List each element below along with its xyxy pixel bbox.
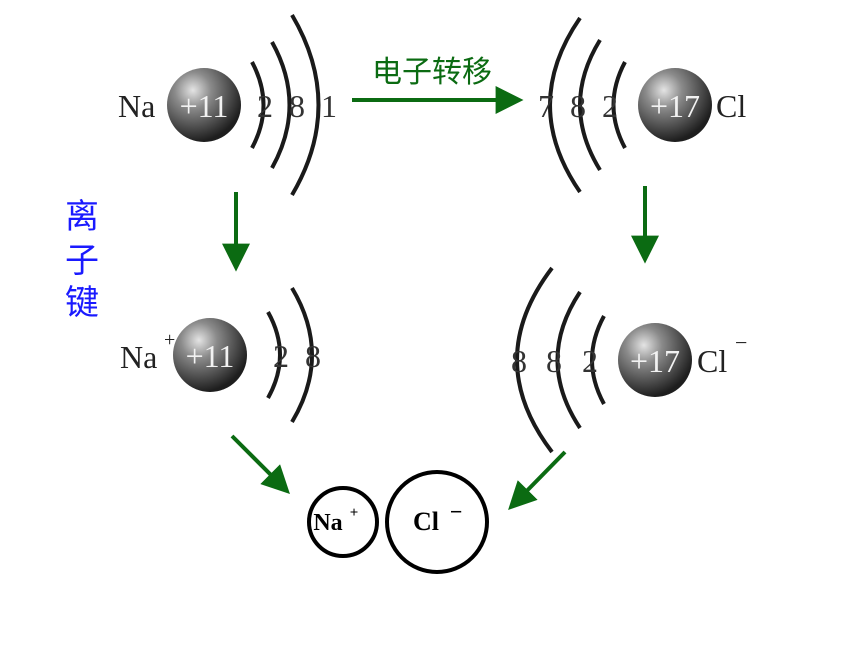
chlorine-shell-2-arc <box>578 38 602 172</box>
chloride-ion-shell-3-count: 8 <box>511 343 527 379</box>
chloride-ion-symbol: Cl <box>697 343 727 379</box>
sodium-nucleus <box>167 68 241 142</box>
chlorine-nucleus-charge: +17 <box>650 88 700 124</box>
sodium-shell-1-count: 2 <box>257 88 273 124</box>
sodium-ion-symbol: Na <box>120 339 157 375</box>
sodium-shell-3-arc <box>290 13 321 197</box>
chloride-ion-charge: − <box>735 330 747 355</box>
ionic-bond-label-char-1: 离 <box>65 197 99 237</box>
product-sodium-charge: + <box>350 505 359 521</box>
ionic-bond-label-char-3: 键 <box>65 283 99 323</box>
chloride-ion-shell-3-arc <box>515 266 554 454</box>
product-chloride-charge: − <box>450 499 463 524</box>
ionic-bond-label-char-2: 子 <box>65 241 99 281</box>
sodium-ion-nucleus-charge: +11 <box>186 338 235 374</box>
chlorine-nucleus <box>638 68 712 142</box>
sodium-atom: Na +11 2 8 1 <box>118 13 337 197</box>
sodium-ion-shell-1-count: 2 <box>273 338 289 374</box>
chlorine-shell-3-arc <box>548 16 582 194</box>
chloride-ion-nucleus <box>618 323 692 397</box>
sodium-ion: Na + +11 2 8 <box>120 286 321 424</box>
sodium-ion-charge: + <box>164 329 175 351</box>
electron-transfer-label: 电子转移 <box>372 55 492 90</box>
chlorine-symbol: Cl <box>716 88 746 124</box>
sodium-to-compound-arrow <box>230 434 290 494</box>
sodium-symbol: Na <box>118 88 155 124</box>
product-sodium-symbol: Na <box>313 510 342 536</box>
ionic-bond-label: 离 子 键 <box>65 197 99 323</box>
chloride-ion-circle <box>385 470 489 574</box>
sodium-nucleus-charge: +11 <box>180 88 229 124</box>
sodium-shell-2-arc <box>270 41 292 169</box>
chloride-ion-shell-1-count: 2 <box>582 343 598 379</box>
electron-transfer: 电子转移 <box>352 55 524 114</box>
chloride-ion-shell-1-arc <box>590 315 606 405</box>
chloride-ion: 8 8 2 +17 Cl − <box>511 266 747 454</box>
sodium-shell-2-count: 8 <box>289 88 305 124</box>
chlorine-atom: 7 8 2 +17 Cl <box>538 16 746 194</box>
sodium-shell-1-arc <box>250 61 266 149</box>
chloride-ion-nucleus-charge: +17 <box>630 343 680 379</box>
chlorine-shell-1-arc <box>611 61 627 149</box>
chloride-ion-shell-2-arc <box>555 290 582 430</box>
sodium-ion-nucleus <box>173 318 247 392</box>
sodium-chloride-product: Na + Cl − <box>307 470 489 574</box>
chloride-to-compound-arrow <box>508 450 567 510</box>
chlorine-shell-1-count: 2 <box>602 88 618 124</box>
sodium-ion-shell-2-count: 8 <box>305 338 321 374</box>
chlorine-shell-3-count: 7 <box>538 88 554 124</box>
chlorine-shell-2-count: 8 <box>570 88 586 124</box>
sodium-shell-3-count: 1 <box>321 88 337 124</box>
sodium-ion-circle <box>307 486 379 558</box>
chloride-ion-shell-2-count: 8 <box>546 343 562 379</box>
sodium-ion-shell-1-arc <box>266 311 282 399</box>
sodium-ion-shell-2-arc <box>290 286 314 424</box>
product-chloride-symbol: Cl <box>413 507 439 536</box>
